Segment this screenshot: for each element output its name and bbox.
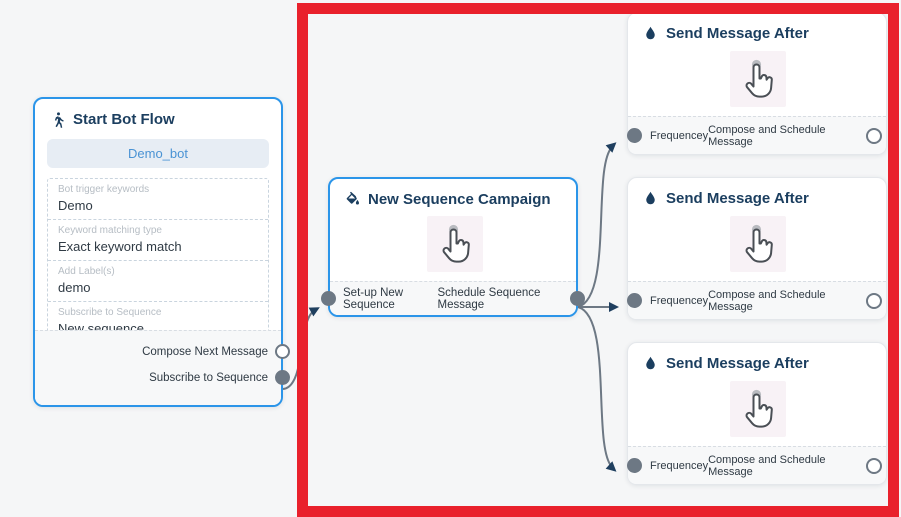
field-label: Add Label(s) (58, 266, 115, 277)
edge-sequence-to-msg-bottom (577, 306, 613, 468)
output-label-compose-schedule: Compose and Schedule Message (708, 288, 826, 313)
node-outputs: Set-up New Sequence Schedule Sequence Me… (321, 281, 585, 315)
hand-cursor-icon[interactable] (730, 381, 786, 437)
output-label-compose-schedule: Compose and Schedule Message (708, 123, 826, 148)
node-header: Send Message After (628, 178, 886, 215)
output-handle-compose-next-message[interactable] (275, 344, 290, 359)
output-handle-compose-schedule[interactable] (866, 127, 882, 144)
field-value: demo (58, 280, 91, 295)
field-label: Bot trigger keywords (58, 184, 150, 195)
paint-bucket-icon (344, 191, 361, 208)
output-label-compose-schedule: Compose and Schedule Message (708, 453, 826, 478)
bot-select-button[interactable]: Demo_bot (47, 139, 269, 168)
field-keyword-matching-type[interactable]: Keyword matching type Exact keyword matc… (48, 220, 268, 261)
arrowhead (605, 461, 617, 472)
input-handle-setup-new-sequence[interactable] (321, 291, 336, 306)
input-label-frequency: Frequencey (650, 459, 709, 472)
output-handle-schedule-sequence-message[interactable] (570, 291, 585, 306)
field-bot-trigger-keywords[interactable]: Bot trigger keywords Demo (48, 179, 268, 220)
input-handle-frequency[interactable] (627, 128, 642, 143)
arrowhead (308, 307, 320, 317)
water-drop-icon (642, 190, 659, 207)
output-label: Subscribe to Sequence (149, 372, 268, 384)
node-new-sequence-campaign[interactable]: New Sequence Campaign Set-up New Sequenc… (321, 177, 585, 317)
field-label: Keyword matching type (58, 225, 162, 236)
node-header: Send Message After (628, 343, 886, 380)
node-outputs: Frequencey Compose and Schedule Message (627, 281, 886, 319)
node-start-bot-flow[interactable]: Start Bot Flow Demo_bot Bot trigger keyw… (33, 97, 290, 407)
node-send-message-after-3[interactable]: Send Message After Frequencey Compose an… (627, 342, 887, 485)
output-subscribe-to-sequence: Subscribe to Sequence (35, 365, 290, 391)
output-label-schedule-sequence-message: Schedule Sequence Message (437, 286, 541, 311)
node-title: Start Bot Flow (73, 111, 175, 128)
water-drop-icon (642, 25, 659, 42)
node-title: Send Message After (666, 25, 809, 42)
arrowhead (605, 142, 617, 153)
output-label-setup-new-sequence: Set-up New Sequence (343, 286, 404, 311)
input-handle-frequency[interactable] (627, 458, 642, 473)
output-label: Compose Next Message (142, 346, 268, 358)
node-outputs: Frequencey Compose and Schedule Message (627, 446, 886, 484)
field-value: Exact keyword match (58, 239, 182, 254)
input-handle-frequency[interactable] (627, 293, 642, 308)
hand-cursor-icon[interactable] (730, 216, 786, 272)
field-label: Subscribe to Sequence (58, 307, 162, 318)
walking-person-icon (49, 111, 66, 128)
hand-cursor-icon[interactable] (730, 51, 786, 107)
input-label-frequency: Frequencey (650, 294, 709, 307)
node-send-message-after-2[interactable]: Send Message After Frequencey Compose an… (627, 177, 887, 320)
node-header: Send Message After (628, 13, 886, 50)
node-send-message-after-1[interactable]: Send Message After Frequencey Compose an… (627, 12, 887, 155)
node-title: New Sequence Campaign (368, 191, 551, 208)
arrowhead (609, 302, 619, 312)
hand-cursor-icon[interactable] (427, 216, 483, 272)
input-label-frequency: Frequencey (650, 129, 709, 142)
node-title: Send Message After (666, 355, 809, 372)
water-drop-icon (642, 355, 659, 372)
field-list: Bot trigger keywords Demo Keyword matchi… (47, 178, 269, 343)
node-header: Start Bot Flow (35, 99, 281, 136)
output-handle-compose-schedule[interactable] (866, 457, 882, 474)
field-add-labels[interactable]: Add Label(s) demo (48, 261, 268, 302)
output-handle-subscribe-to-sequence[interactable] (275, 370, 290, 385)
edge-sequence-to-msg-top (577, 146, 613, 308)
output-handle-compose-schedule[interactable] (866, 292, 882, 309)
node-title: Send Message After (666, 190, 809, 207)
node-header: New Sequence Campaign (330, 179, 576, 216)
output-compose-next-message: Compose Next Message (35, 339, 290, 365)
node-outputs: Compose Next Message Subscribe to Sequen… (35, 330, 290, 405)
node-outputs: Frequencey Compose and Schedule Message (627, 116, 886, 154)
field-value: Demo (58, 198, 93, 213)
